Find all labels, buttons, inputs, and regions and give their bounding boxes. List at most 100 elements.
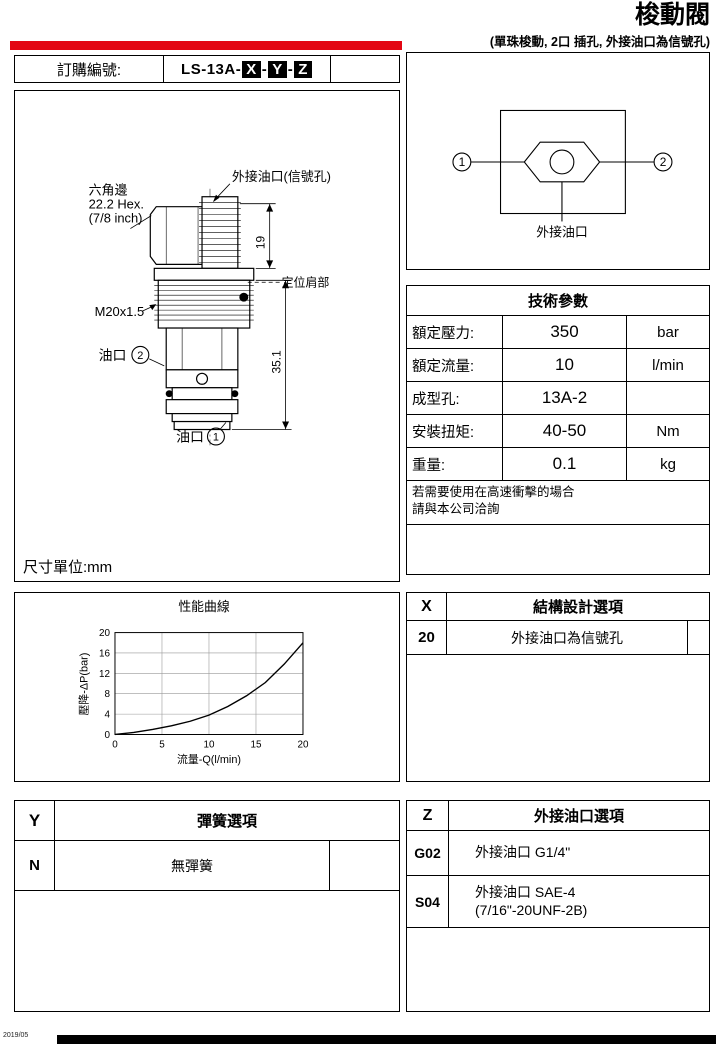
z-option-row-s04: S04 外接油口 SAE-4 (7/16"-20UNF-2B): [407, 876, 709, 928]
param-unit: bar: [657, 323, 679, 341]
symbol-bottom-label: 外接油口: [536, 224, 588, 239]
z-code-cell: Z: [407, 801, 449, 830]
svg-text:(7/8 inch): (7/8 inch): [89, 211, 143, 226]
order-code-x-badge: X: [242, 60, 261, 78]
valve-body-nose: [165, 327, 239, 431]
dimension-drawing-panel: 19 35.1 外接油口(信號孔) 六角邊 22.2 Hex.: [14, 90, 400, 582]
dim-19-text: 19: [254, 235, 268, 249]
shoulder-label: 定位肩部: [247, 275, 329, 289]
tech-row-cavity: 成型孔: 13A-2: [407, 382, 709, 415]
z-option-label: 外接油口 SAE-4 (7/16"-20UNF-2B): [449, 876, 709, 927]
order-code-y-badge: Y: [268, 60, 287, 78]
svg-text:16: 16: [99, 648, 110, 659]
tech-row-flow: 額定流量: 10 l/min: [407, 349, 709, 382]
z-option-label-line1: 外接油口 SAE-4: [475, 884, 576, 900]
svg-text:22.2 Hex.: 22.2 Hex.: [89, 197, 144, 212]
param-label: 安裝扭矩:: [407, 415, 503, 447]
y-option-spare-cell: [329, 841, 399, 890]
x-options-header: X 結構設計選項: [407, 593, 709, 621]
dimension-19: 19: [239, 203, 276, 269]
thread-size-label: M20x1.5: [95, 304, 157, 319]
x-axis-label: 流量-Q(l/min): [177, 752, 241, 766]
svg-text:外接油口(信號孔): 外接油口(信號孔): [232, 169, 331, 184]
param-unit: Nm: [656, 422, 680, 440]
param-unit: l/min: [652, 356, 684, 374]
x-option-spare-cell: [687, 621, 709, 654]
order-code-sep1: -: [261, 60, 268, 78]
order-number-label: 訂購編號:: [15, 56, 164, 82]
param-label: 額定壓力:: [407, 316, 503, 348]
svg-text:油口: 油口: [176, 428, 204, 444]
dimension-35-1: 35.1: [231, 279, 292, 430]
footer-doc-code: 2019/05: [3, 1032, 29, 1039]
order-number-box: 訂購編號: LS-13A-X-Y-Z: [14, 55, 400, 83]
y-option-row-n: N 無彈簧: [15, 841, 399, 891]
tech-params-title: 技術參數: [407, 286, 709, 316]
tech-row-weight: 重量: 0.1 kg: [407, 448, 709, 481]
param-unit: [627, 382, 709, 414]
signal-port-thread: [199, 196, 241, 269]
svg-text:1: 1: [459, 155, 466, 169]
footer-black-bar: [57, 1035, 716, 1044]
svg-text:1: 1: [213, 431, 219, 443]
hydraulic-symbol-panel: 1 2 外接油口: [406, 52, 710, 270]
param-value: 350: [503, 316, 627, 348]
z-option-code: G02: [407, 831, 449, 875]
svg-text:六角邊: 六角邊: [89, 183, 128, 198]
z-option-label-line2: (7/16"-20UNF-2B): [475, 901, 588, 918]
svg-text:8: 8: [105, 689, 111, 700]
tech-row-torque: 安裝扭矩: 40-50 Nm: [407, 415, 709, 448]
z-options-header: Z 外接油口選項: [407, 801, 709, 831]
shuttle-ball: [549, 149, 575, 175]
chart-title: 性能曲線: [178, 599, 230, 614]
z-options-title: 外接油口選項: [533, 808, 624, 825]
x-option-row-20: 20 外接油口為信號孔: [407, 621, 709, 655]
order-code-sep2: -: [287, 60, 294, 78]
x-option-code: 20: [407, 621, 447, 654]
order-code-prefix: LS-13A-: [181, 60, 242, 78]
y-options-title: 彈簧選項: [196, 813, 257, 830]
plot-area-border: [114, 632, 304, 735]
z-option-label: 外接油口 G1/4": [449, 831, 709, 875]
z-options-panel: Z 外接油口選項 G02 外接油口 G1/4" S04 外接油口 SAE-4 (…: [406, 800, 710, 1012]
symbol-port-2: 2: [653, 152, 673, 172]
tech-note-line2: 請與本公司洽詢: [412, 501, 500, 516]
x-option-label: 外接油口為信號孔: [511, 629, 623, 646]
order-code-z-badge: Z: [294, 60, 312, 78]
svg-text:0: 0: [112, 739, 118, 750]
y-option-code: N: [15, 841, 55, 890]
m20-thread-zone: [154, 279, 254, 329]
oring-left: [165, 390, 173, 398]
tech-params-panel: 技術參數 額定壓力: 350 bar 額定流量: 10 l/min 成型孔: 1…: [406, 285, 710, 575]
svg-text:油口: 油口: [99, 347, 127, 363]
param-value: 13A-2: [503, 382, 627, 414]
tech-row-pressure: 額定壓力: 350 bar: [407, 316, 709, 349]
hex-size-label: 六角邊 22.2 Hex. (7/8 inch): [89, 183, 152, 229]
x-options-panel: X 結構設計選項 20 外接油口為信號孔: [406, 592, 710, 782]
z-option-code: S04: [407, 876, 449, 927]
y-options-header: Y 彈簧選項: [15, 801, 399, 841]
y-axis-label: 壓降-ΔP(bar): [76, 653, 90, 716]
svg-text:10: 10: [203, 739, 214, 750]
dim-35-1-text: 35.1: [270, 350, 284, 374]
red-accent-bar: [10, 41, 402, 50]
param-label: 重量:: [407, 448, 503, 480]
z-option-label-line1: 外接油口 G1/4": [475, 844, 571, 861]
oring-seal: [239, 292, 249, 302]
shuttle-chamber: [523, 141, 601, 183]
port-2-label: 油口 2: [99, 345, 165, 367]
page-subtitle: (單珠梭動, 2口 插孔, 外接油口為信號孔): [489, 35, 710, 49]
tech-note-line1: 若需要使用在高速衝擊的場合: [412, 485, 575, 499]
svg-text:20: 20: [99, 628, 110, 639]
svg-text:20: 20: [297, 739, 308, 750]
valve-section-drawing: 19 35.1 外接油口(信號孔) 六角邊 22.2 Hex.: [89, 169, 331, 446]
svg-text:2: 2: [137, 350, 143, 362]
param-value: 0.1: [503, 448, 627, 480]
svg-text:15: 15: [250, 739, 261, 750]
svg-text:2: 2: [660, 155, 667, 169]
port-1-label: 油口 1: [176, 422, 227, 446]
oring-right: [231, 390, 239, 398]
